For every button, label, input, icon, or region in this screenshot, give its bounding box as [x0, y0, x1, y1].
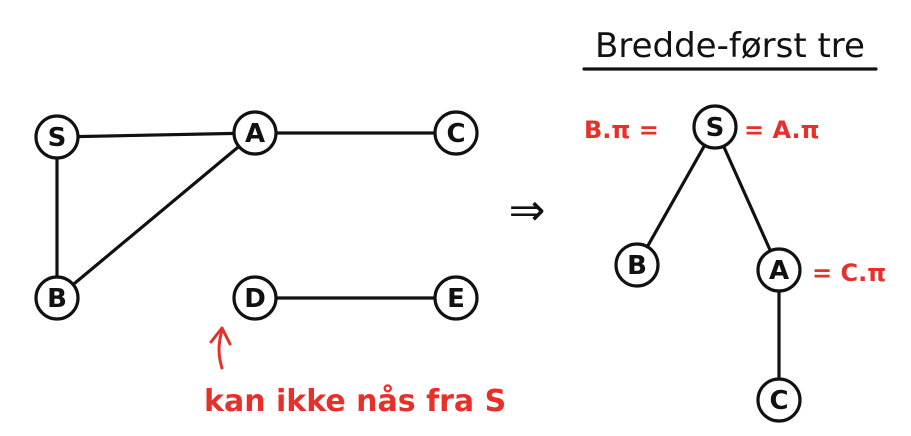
tree-node-label: B: [627, 251, 647, 281]
graph-edge-s-a: [55, 131, 257, 139]
graph-node-s: S: [34, 114, 80, 160]
tree-node-label: S: [706, 113, 725, 143]
graph-node-circle: [433, 110, 479, 156]
tree-nodes: S B A C: [614, 104, 802, 423]
graph-node-label: C: [446, 119, 465, 149]
graph-node-circle: [433, 275, 479, 321]
graph-edges: [55, 131, 458, 300]
graph-node-b: B: [34, 275, 80, 321]
graph-edge-b-a: [55, 131, 257, 300]
tree-node-b: B: [614, 242, 660, 288]
graph-node-c: C: [433, 110, 479, 156]
implies-arrow: ⇒: [509, 185, 546, 236]
graph-node-label: A: [245, 119, 265, 149]
note-arrow-head: [209, 326, 232, 346]
tree-node-label: C: [769, 386, 788, 416]
graph-node-d: D: [232, 275, 278, 321]
tree-node-circle: [614, 242, 660, 288]
tree-node-circle: [692, 104, 738, 150]
tree-node-a: A: [756, 247, 802, 293]
annotation-a-parent: = A.π: [744, 116, 820, 144]
tree-node-c: C: [756, 377, 802, 423]
graph-node-circle: [34, 275, 80, 321]
annotation-c-parent: = C.π: [812, 259, 886, 287]
graph-node-a: A: [232, 110, 278, 156]
annotation-b-parent: B.π =: [584, 116, 659, 144]
graph-node-circle: [232, 110, 278, 156]
graph-node-label: S: [48, 123, 67, 153]
graph-node-e: E: [433, 275, 479, 321]
tree-title: Bredde-først tre: [595, 26, 865, 66]
graph-node-circle: [232, 275, 278, 321]
tree-edge-s-a: [713, 125, 781, 272]
graph-node-label: D: [244, 284, 266, 314]
graph-node-label: E: [447, 284, 465, 314]
tree-node-circle: [756, 377, 802, 423]
unreachable-note: kan ikke nås fra S: [204, 383, 506, 419]
graph-node-circle: [34, 114, 80, 160]
tree-node-s: S: [692, 104, 738, 150]
graph-nodes: S A C B D E: [34, 110, 479, 321]
note-arrow-shaft: [217, 328, 224, 370]
tree-edge-s-b: [635, 125, 717, 267]
tree-node-label: A: [769, 256, 789, 286]
tree-node-circle: [756, 247, 802, 293]
graph-node-label: B: [47, 284, 67, 314]
